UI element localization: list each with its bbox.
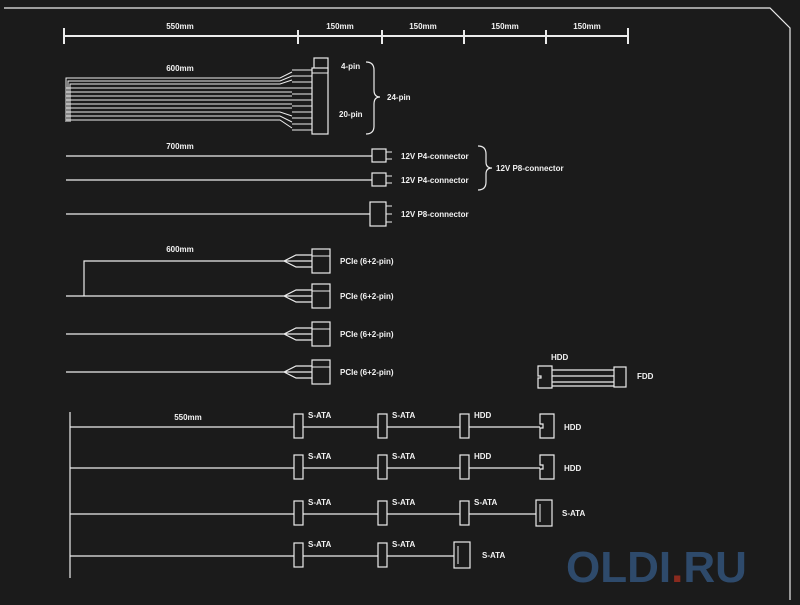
scale-label: 150mm	[491, 22, 519, 31]
atx-wire	[65, 71, 293, 122]
cpu-label-2: 12V P4-connector	[401, 176, 469, 185]
molex-end-connector	[539, 413, 555, 439]
fdd-connector	[613, 366, 627, 388]
sata-end-connector	[453, 541, 471, 569]
atx-wire	[69, 79, 293, 122]
atx-4pin-label: 4-pin	[341, 62, 360, 71]
atx-20pin-label: 20-pin	[339, 110, 363, 119]
sata-connector	[293, 413, 304, 439]
scale-label: 150mm	[326, 22, 354, 31]
sata-end-connector	[535, 499, 553, 527]
cpu-label-1: 12V P4-connector	[401, 152, 469, 161]
sata-label: S-ATA	[392, 411, 415, 420]
sata-label: S-ATA	[474, 498, 497, 507]
pcie-label-4: PCIe (6+2-pin)	[340, 368, 394, 377]
sata-connector	[377, 542, 388, 568]
atx-20pin-connector	[311, 67, 329, 135]
atx-brace	[365, 61, 381, 135]
cpu-label-3: 12V P8-connector	[401, 210, 469, 219]
watermark-part: RU	[683, 543, 747, 592]
peripheral-cables: 550mm S-ATA S-ATA HDD HDD S-ATA S-ATA HD…	[69, 411, 585, 578]
atx-wire	[66, 111, 293, 117]
sata-label: S-ATA	[308, 452, 331, 461]
sata-label: S-ATA	[308, 498, 331, 507]
atx-wire	[66, 115, 293, 123]
pcie-cables: 600mm PCIe (6+2-pin) PCIe (6+2-pin) PCIe…	[66, 245, 394, 385]
sata-connector	[293, 454, 304, 480]
scale-label: 150mm	[409, 22, 437, 31]
length-scale: 550mm 150mm 150mm 150mm 150mm	[63, 22, 629, 44]
cpu-group-label: 12V P8-connector	[496, 164, 564, 173]
end-label: S-ATA	[482, 551, 505, 560]
sata-connector	[293, 542, 304, 568]
pcie-wire-3	[66, 327, 312, 341]
end-label: HDD	[564, 423, 582, 432]
cpu-brace	[477, 145, 493, 191]
atx-wire	[67, 75, 293, 122]
cpu-p8-connector	[369, 201, 387, 227]
pcie-wire-2	[66, 289, 312, 303]
pcie-connector-4	[311, 359, 331, 385]
sata-label: S-ATA	[392, 498, 415, 507]
sata-label: S-ATA	[308, 540, 331, 549]
cpu-power-cables: 700mm 12V P4-connector 12V P4-connector …	[66, 142, 564, 227]
cpu-p4-connector-2	[371, 172, 387, 187]
fdd-adapter-wires	[552, 369, 614, 387]
hdd-label: HDD	[474, 452, 492, 461]
pcie-label-1: PCIe (6+2-pin)	[340, 257, 394, 266]
sata-connector	[459, 500, 470, 526]
fdd-adapter-hdd-label: HDD	[551, 353, 569, 362]
sata-connector	[377, 454, 388, 480]
pcie-length-label: 600mm	[166, 245, 194, 254]
pcie-wire-1-split	[283, 260, 312, 268]
sata-connector	[377, 413, 388, 439]
sata-connector	[377, 500, 388, 526]
watermark-part: OLDI	[566, 543, 671, 592]
peripheral-length-label: 550mm	[174, 413, 202, 422]
pcie-label-2: PCIe (6+2-pin)	[340, 292, 394, 301]
atx-wire	[66, 119, 293, 129]
pcie-wire-4	[66, 365, 312, 379]
molex-inline-connector	[459, 413, 470, 439]
atx-length-label: 600mm	[166, 64, 194, 73]
pcie-connector-1	[311, 248, 331, 274]
pcie-wire-1	[83, 254, 312, 296]
sata-label: S-ATA	[392, 540, 415, 549]
atx-24pin-label: 24-pin	[387, 93, 411, 102]
fdd-adapter: HDD FDD	[537, 353, 654, 389]
watermark-dot: .	[671, 543, 683, 592]
cpu-p4-connector-1	[371, 148, 387, 163]
scale-label: 550mm	[166, 22, 194, 31]
pcie-connector-3	[311, 321, 331, 347]
atx-24pin-cable: 600mm 4-pin 20-pin 24-pin	[65, 57, 411, 135]
sata-label: S-ATA	[308, 411, 331, 420]
fdd-label: FDD	[637, 372, 654, 381]
fdd-adapter-molex	[537, 365, 553, 389]
cpu-length-label: 700mm	[166, 142, 194, 151]
molex-inline-connector	[459, 454, 470, 480]
watermark-logo: OLDI.RU	[566, 543, 747, 592]
pcie-label-3: PCIe (6+2-pin)	[340, 330, 394, 339]
atx-wire-ends	[292, 69, 312, 131]
hdd-label: HDD	[474, 411, 492, 420]
sata-label: S-ATA	[392, 452, 415, 461]
sata-connector	[293, 500, 304, 526]
end-label: HDD	[564, 464, 582, 473]
molex-end-connector	[539, 454, 555, 480]
panel-outline	[4, 7, 791, 600]
pcie-connector-2	[311, 283, 331, 309]
scale-label: 150mm	[573, 22, 601, 31]
end-label: S-ATA	[562, 509, 585, 518]
